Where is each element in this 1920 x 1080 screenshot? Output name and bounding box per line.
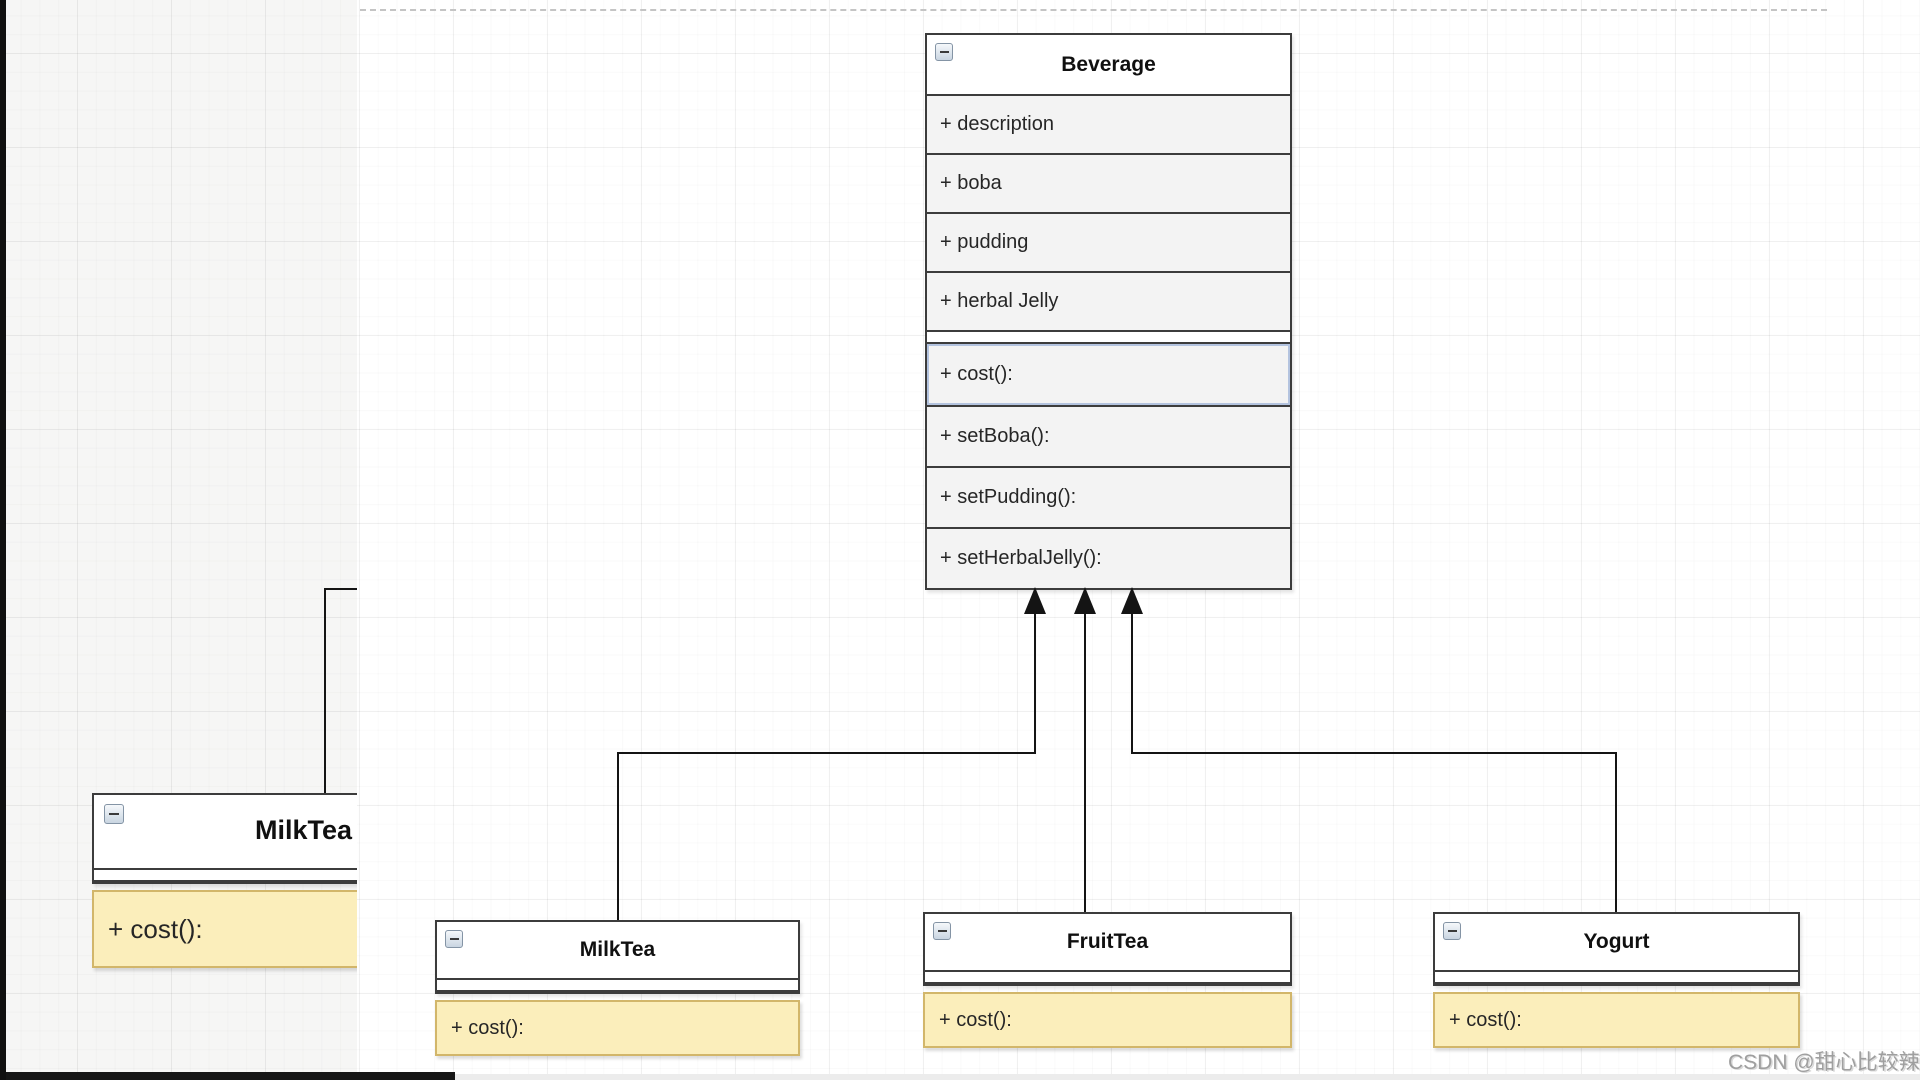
section-separator	[927, 330, 1290, 344]
screen-bottom-edge	[0, 1074, 1920, 1080]
watermark-text: CSDN @甜心比较辣	[1728, 1051, 1920, 1074]
class-method-row[interactable]: + setPudding():	[927, 466, 1290, 527]
class-header[interactable]: FruitTea	[925, 914, 1290, 970]
empty-attribute-section	[1435, 970, 1798, 984]
class-method-row-highlighted[interactable]: + cost():	[435, 1000, 800, 1056]
class-method-row[interactable]: + setHerbalJelly():	[927, 527, 1290, 588]
generalization-arrowhead-icon[interactable]	[1074, 587, 1096, 614]
class-title: Beverage	[1061, 52, 1156, 76]
page-boundary-dashes	[360, 9, 1827, 11]
class-title: MilkTea	[579, 938, 656, 961]
class-method-row-highlighted[interactable]: + cost():	[92, 890, 357, 968]
inheritance-edge-yogurt[interactable]	[1131, 752, 1617, 754]
inheritance-edge-yogurt[interactable]	[1615, 752, 1617, 912]
minus-glyph	[939, 51, 949, 53]
collapse-minus-icon[interactable]	[104, 804, 124, 824]
class-method-row-highlighted[interactable]: + cost():	[923, 992, 1292, 1048]
inheritance-edge-yogurt[interactable]	[1131, 613, 1133, 753]
class-method-row-highlighted[interactable]: + cost():	[1433, 992, 1800, 1048]
inheritance-edge-milktea[interactable]	[617, 752, 1036, 754]
collapse-minus-icon[interactable]	[935, 43, 953, 61]
inheritance-edge-milktea[interactable]	[617, 752, 619, 920]
class-method-row-highlighted[interactable]: + cost():	[927, 344, 1290, 405]
class-method-row[interactable]: + setBoba():	[927, 405, 1290, 466]
class-attribute-row[interactable]: + boba	[927, 153, 1290, 212]
minus-glyph	[449, 938, 459, 940]
class-title: Yogurt	[1583, 930, 1650, 953]
screen-bottom-left-bar	[0, 1072, 455, 1080]
minus-glyph	[109, 813, 119, 815]
generalization-arrowhead-icon[interactable]	[1024, 587, 1046, 614]
empty-attribute-section	[925, 970, 1290, 984]
class-title: MilkTea	[255, 815, 353, 845]
class-attribute-row[interactable]: + herbal Jelly	[927, 271, 1290, 330]
left-underlay-panel: MilkTea + cost():	[6, 0, 357, 1080]
old-edge-vertical[interactable]	[324, 589, 326, 793]
collapse-minus-icon[interactable]	[445, 930, 463, 948]
class-box-milktea[interactable]: MilkTea	[435, 920, 800, 994]
old-edge-horizontal[interactable]	[324, 588, 357, 590]
screen-left-edge	[0, 0, 6, 1080]
generalization-arrowhead-icon[interactable]	[1121, 587, 1143, 614]
empty-attribute-section	[437, 978, 798, 992]
class-attribute-row[interactable]: + pudding	[927, 212, 1290, 271]
empty-attribute-section	[94, 868, 357, 882]
class-box-beverage[interactable]: Beverage + description + boba + pudding …	[925, 33, 1292, 590]
class-header[interactable]: Yogurt	[1435, 914, 1798, 970]
inheritance-edge-fruittea[interactable]	[1084, 613, 1086, 912]
inheritance-edge-milktea[interactable]	[1034, 613, 1036, 753]
class-header[interactable]: MilkTea	[437, 922, 798, 978]
class-box-milktea-back[interactable]: MilkTea	[92, 793, 357, 884]
class-attribute-row[interactable]: + description	[927, 94, 1290, 153]
collapse-minus-icon[interactable]	[933, 922, 951, 940]
class-header[interactable]: MilkTea	[94, 795, 357, 868]
class-box-fruittea[interactable]: FruitTea	[923, 912, 1292, 986]
class-title: FruitTea	[1066, 930, 1149, 953]
class-box-yogurt[interactable]: Yogurt	[1433, 912, 1800, 986]
minus-glyph	[937, 930, 947, 932]
collapse-minus-icon[interactable]	[1443, 922, 1461, 940]
minus-glyph	[1447, 930, 1457, 932]
class-header[interactable]: Beverage	[927, 35, 1290, 94]
